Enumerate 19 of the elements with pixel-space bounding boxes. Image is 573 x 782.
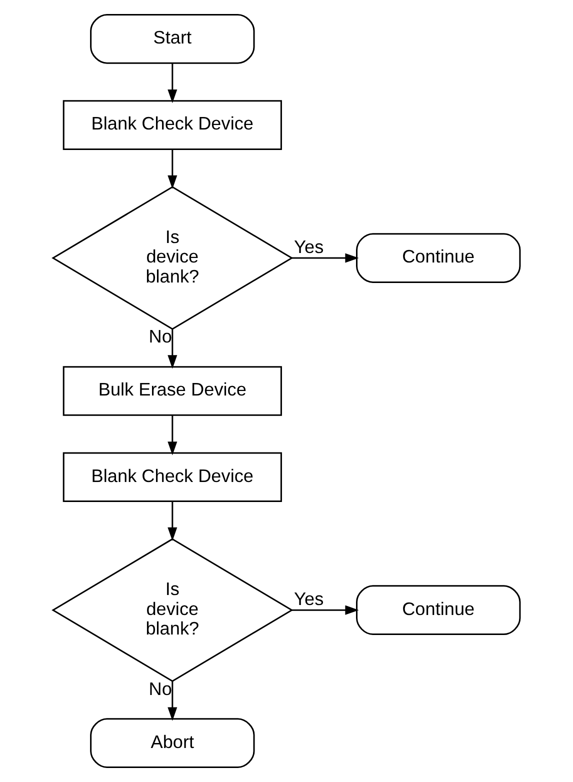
arrow xyxy=(168,415,178,456)
arrow xyxy=(168,329,178,369)
arrow xyxy=(292,253,359,263)
node-box: Abort xyxy=(90,718,255,768)
edge-label: Yes xyxy=(294,588,324,609)
node-box: Continue xyxy=(356,585,521,636)
node-box: Bulk Erase Device xyxy=(62,366,282,416)
arrow xyxy=(292,605,359,615)
node-diamond: Is device blank? xyxy=(52,186,294,330)
arrow xyxy=(168,63,178,104)
arrow xyxy=(168,150,178,189)
node-box: Blank Check Device xyxy=(62,100,282,150)
arrow xyxy=(168,502,178,542)
node-box: Blank Check Device xyxy=(62,452,282,502)
node-diamond: Is device blank? xyxy=(52,538,294,682)
arrow xyxy=(168,681,178,721)
node-box: Continue xyxy=(356,233,521,283)
edge-label: Yes xyxy=(294,236,324,257)
node-box: Start xyxy=(90,14,255,64)
